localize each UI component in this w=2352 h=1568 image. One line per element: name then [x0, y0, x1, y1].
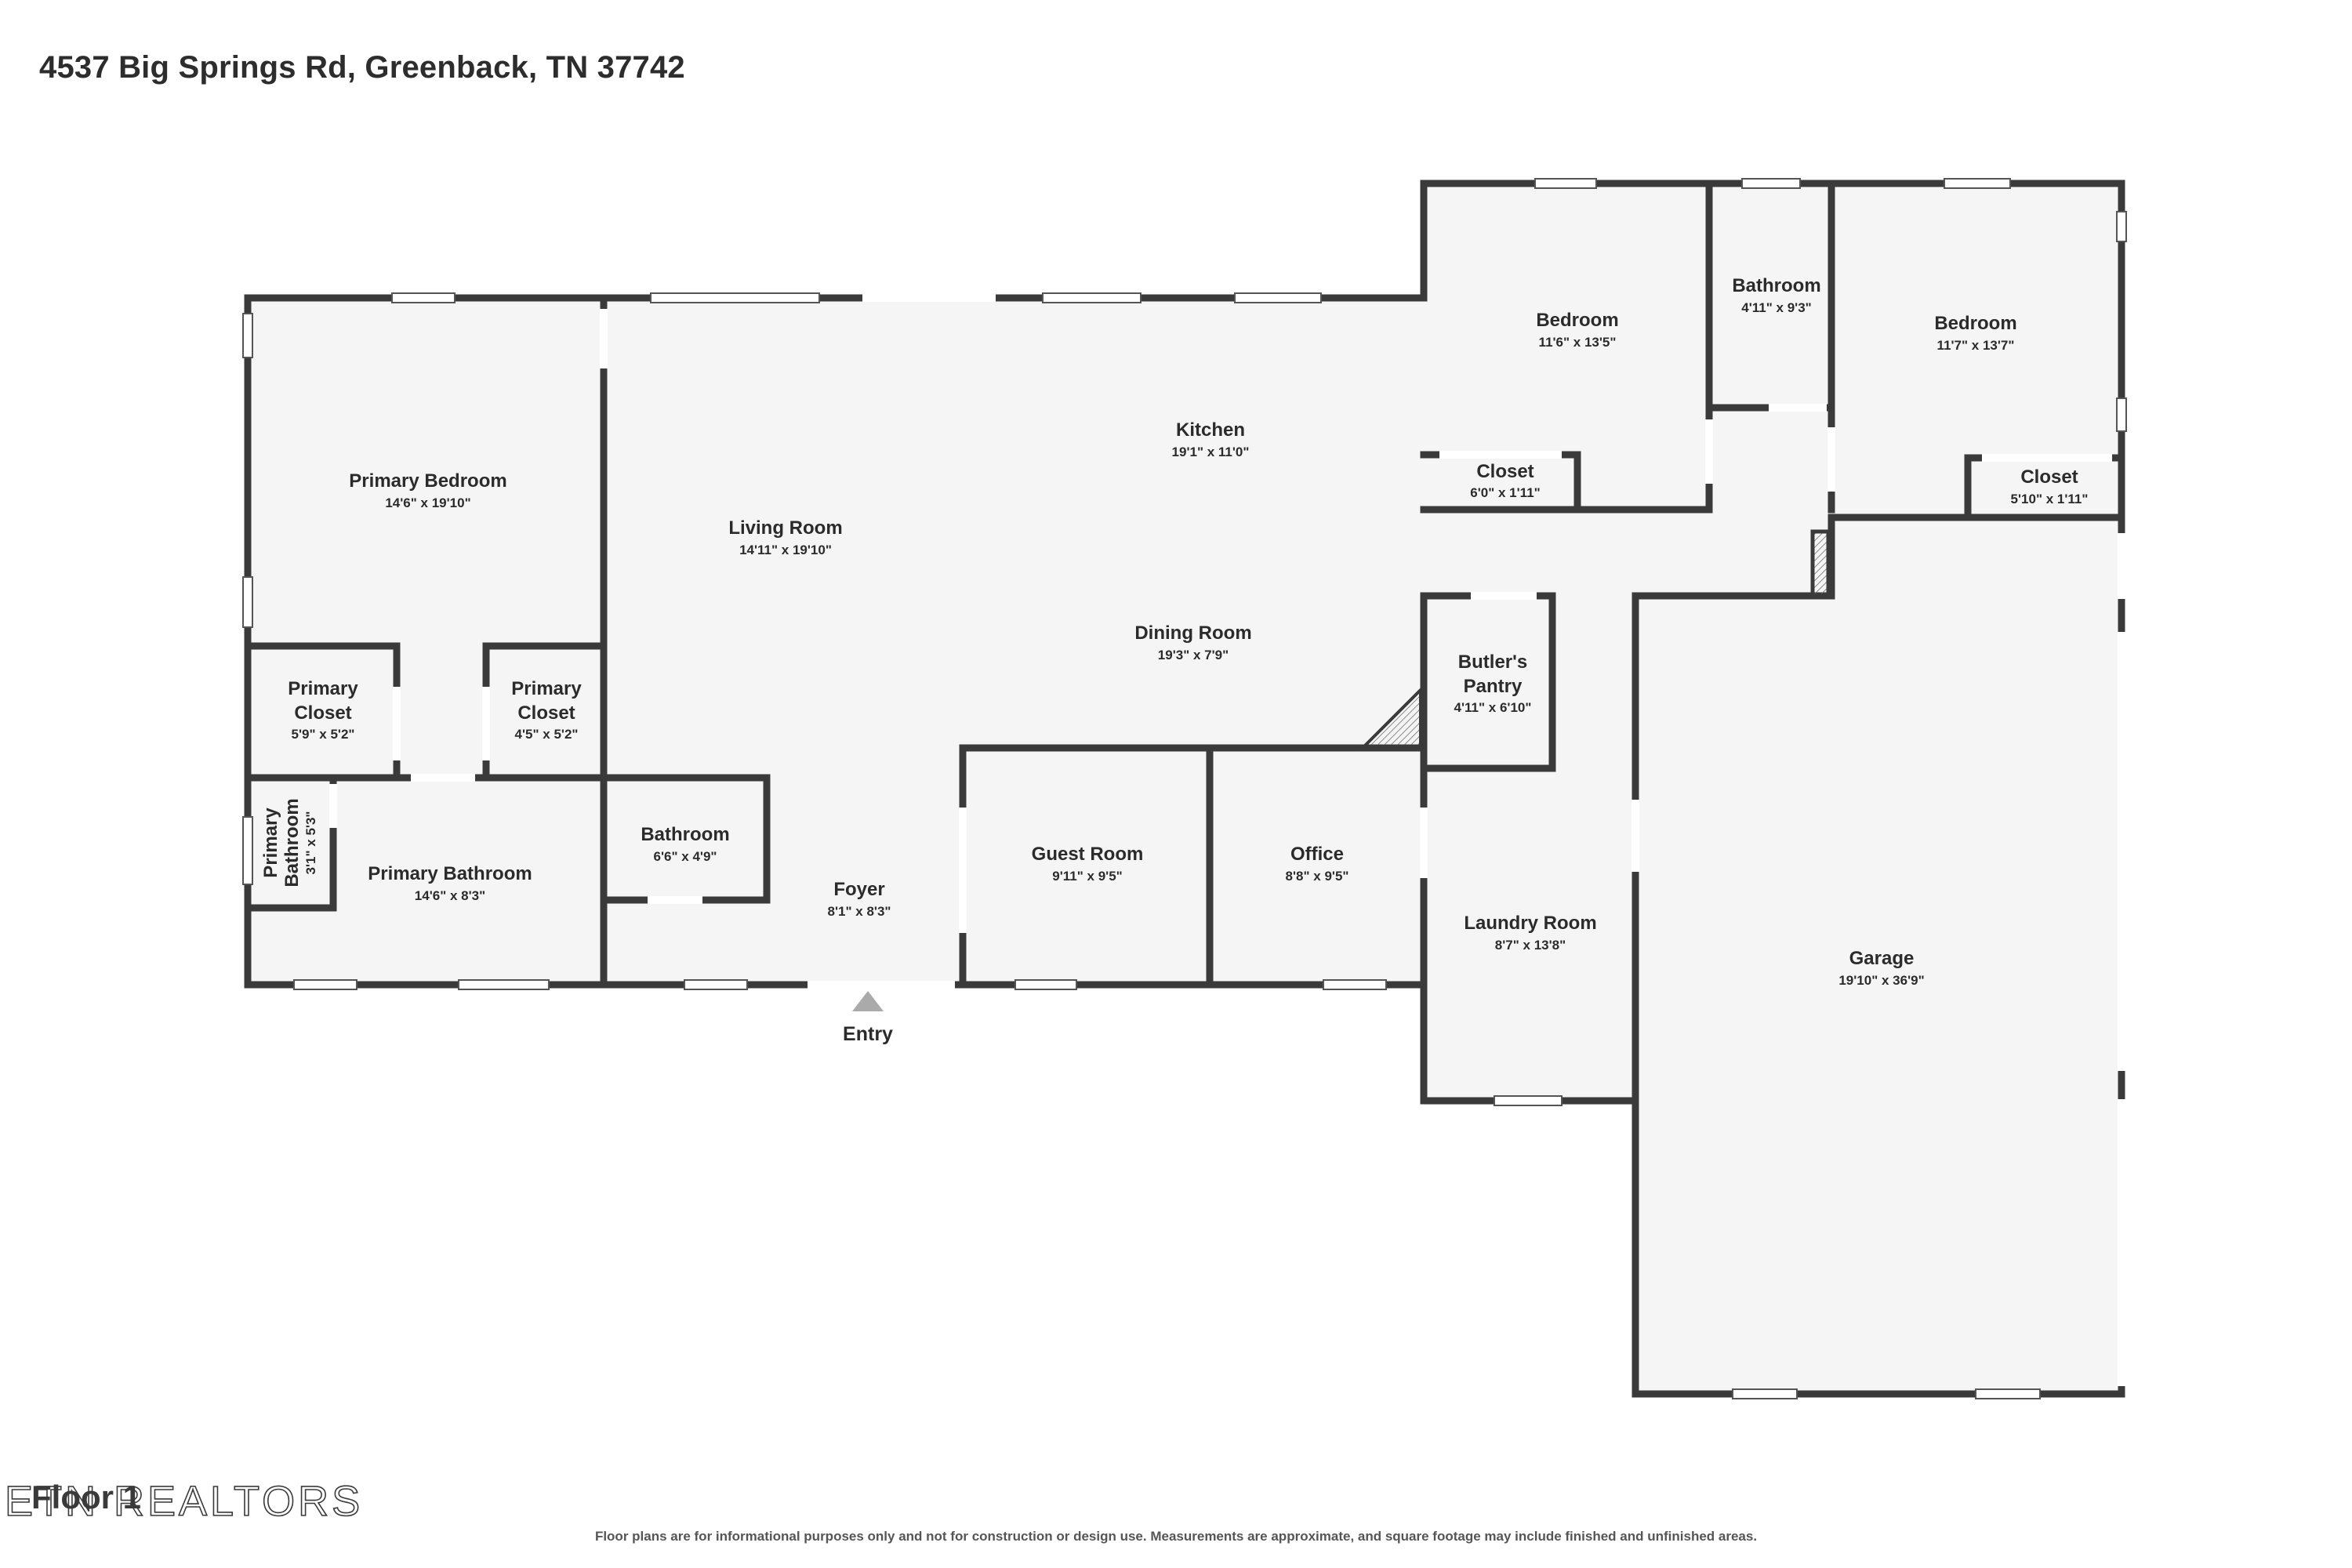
- room-closet-1: Closet 6'0" x 1'11": [1470, 461, 1540, 500]
- svg-text:Primary Bathroom: Primary Bathroom: [368, 863, 532, 884]
- svg-text:Kitchen: Kitchen: [1176, 419, 1245, 441]
- svg-text:14'6" x 8'3": 14'6" x 8'3": [415, 888, 485, 903]
- pantry-stair: [1360, 686, 1422, 748]
- room-garage: Garage 19'10" x 36'9": [1838, 948, 1924, 988]
- svg-text:Foyer: Foyer: [833, 879, 884, 900]
- svg-text:Primary: Primary: [260, 808, 281, 878]
- svg-text:Garage: Garage: [1849, 948, 1915, 969]
- svg-text:Office: Office: [1290, 844, 1344, 865]
- svg-text:Bathroom: Bathroom: [281, 798, 303, 887]
- svg-text:5'10" x 1'11": 5'10" x 1'11": [2011, 492, 2089, 506]
- svg-text:Bathroom: Bathroom: [641, 824, 729, 845]
- room-primary-bathroom-small: Primary Bathroom 3'1" x 5'3": [260, 798, 318, 887]
- svg-text:11'6" x 13'5": 11'6" x 13'5": [1539, 335, 1617, 350]
- room-butlers-pantry: Butler's Pantry 4'11" x 6'10": [1454, 652, 1532, 715]
- svg-text:14'6" x 19'10": 14'6" x 19'10": [385, 495, 470, 510]
- svg-text:Butler's: Butler's: [1458, 652, 1527, 673]
- room-guest-room: Guest Room 9'11" x 9'5": [1032, 844, 1144, 884]
- room-primary-closet-1: Primary Closet 5'9" x 5'2": [288, 678, 358, 742]
- svg-text:8'8" x 9'5": 8'8" x 9'5": [1286, 869, 1349, 884]
- svg-text:4'5" x 5'2": 4'5" x 5'2": [515, 727, 579, 742]
- floor-label: Floor 1: [31, 1479, 142, 1515]
- room-bathroom-top: Bathroom 4'11" x 9'3": [1732, 275, 1820, 315]
- room-laundry-room: Laundry Room 8'7" x 13'8": [1464, 913, 1596, 953]
- svg-text:Primary: Primary: [511, 678, 582, 699]
- room-office: Office 8'8" x 9'5": [1286, 844, 1349, 884]
- svg-text:Bedroom: Bedroom: [1536, 310, 1618, 331]
- svg-text:Laundry Room: Laundry Room: [1464, 913, 1596, 934]
- svg-text:19'1" x 11'0": 19'1" x 11'0": [1172, 445, 1250, 459]
- svg-text:9'11" x 9'5": 9'11" x 9'5": [1052, 869, 1122, 884]
- svg-text:Closet: Closet: [294, 702, 351, 724]
- svg-text:4'11" x 9'3": 4'11" x 9'3": [1741, 300, 1811, 315]
- svg-text:Pantry: Pantry: [1464, 676, 1523, 697]
- svg-text:8'7" x 13'8": 8'7" x 13'8": [1495, 938, 1566, 953]
- property-address: 4537 Big Springs Rd, Greenback, TN 37742: [39, 50, 685, 85]
- svg-text:5'9" x 5'2": 5'9" x 5'2": [292, 727, 355, 742]
- svg-text:Primary Bedroom: Primary Bedroom: [349, 470, 506, 492]
- room-primary-bathroom: Primary Bathroom 14'6" x 8'3": [368, 863, 532, 903]
- svg-text:Closet: Closet: [517, 702, 575, 724]
- room-primary-bedroom: Primary Bedroom 14'6" x 19'10": [349, 470, 506, 510]
- svg-text:Bathroom: Bathroom: [1732, 275, 1820, 296]
- room-kitchen: Kitchen 19'1" x 11'0": [1172, 419, 1250, 459]
- floor-area: [248, 183, 2122, 1394]
- svg-text:4'11" x 6'10": 4'11" x 6'10": [1454, 700, 1532, 715]
- svg-text:11'7" x 13'7": 11'7" x 13'7": [1937, 338, 2015, 353]
- svg-text:8'1" x 8'3": 8'1" x 8'3": [828, 904, 891, 919]
- svg-text:Closet: Closet: [2020, 466, 2078, 488]
- svg-text:6'6" x 4'9": 6'6" x 4'9": [654, 849, 717, 864]
- svg-text:19'10" x 36'9": 19'10" x 36'9": [1838, 973, 1924, 988]
- svg-text:3'1" x 5'3": 3'1" x 5'3": [303, 811, 318, 875]
- door-openings: [329, 294, 2125, 1386]
- svg-text:Living Room: Living Room: [728, 517, 842, 539]
- room-dining-room: Dining Room 19'3" x 7'9": [1134, 622, 1251, 662]
- room-foyer: Foyer 8'1" x 8'3": [828, 879, 891, 919]
- room-bedroom-1: Bedroom 11'6" x 13'5": [1536, 310, 1618, 350]
- svg-text:Dining Room: Dining Room: [1134, 622, 1251, 644]
- svg-text:19'3" x 7'9": 19'3" x 7'9": [1158, 648, 1229, 662]
- disclaimer-text: Floor plans are for informational purpos…: [594, 1529, 1758, 1544]
- room-closet-2: Closet 5'10" x 1'11": [2011, 466, 2089, 506]
- svg-text:Bedroom: Bedroom: [1934, 313, 2016, 334]
- windows: [242, 178, 2127, 1399]
- room-bedroom-2: Bedroom 11'7" x 13'7": [1934, 313, 2016, 353]
- svg-text:14'11" x 19'10": 14'11" x 19'10": [739, 543, 832, 557]
- stair-hatch: [1810, 529, 1831, 598]
- room-bathroom-mid: Bathroom 6'6" x 4'9": [641, 824, 729, 864]
- svg-text:6'0" x 1'11": 6'0" x 1'11": [1470, 485, 1540, 500]
- entry-arrow-icon: [852, 991, 884, 1011]
- svg-text:Primary: Primary: [288, 678, 358, 699]
- svg-text:Closet: Closet: [1476, 461, 1534, 482]
- svg-text:Guest Room: Guest Room: [1032, 844, 1144, 865]
- entry-label: Entry: [843, 1023, 893, 1045]
- room-primary-closet-2: Primary Closet 4'5" x 5'2": [511, 678, 582, 742]
- room-living-room: Living Room 14'11" x 19'10": [728, 517, 842, 557]
- brokerage-logo: ETN REALTORS: [4, 1477, 364, 1526]
